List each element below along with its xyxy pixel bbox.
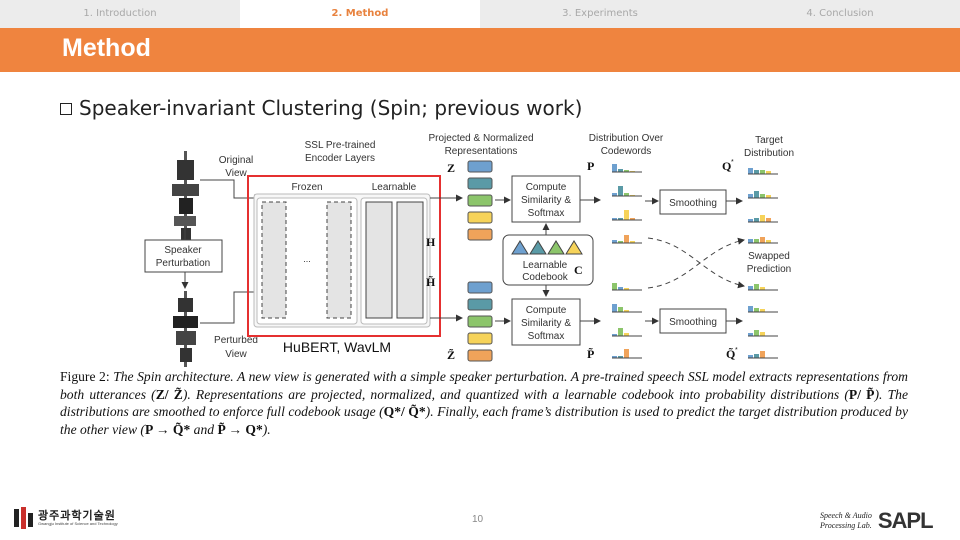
page-title: Method xyxy=(62,34,151,62)
codebook-label: Learnable xyxy=(523,260,568,271)
bullet-text: Speaker-invariant Clustering (Spin; prev… xyxy=(79,96,583,120)
compute-box-bottom xyxy=(511,298,581,346)
symbol-q-tilde-star: Q̃ xyxy=(726,347,735,361)
compute-bottom-line-2: Similarity & xyxy=(521,318,571,329)
page-number: 10 xyxy=(472,514,484,525)
waveform-original xyxy=(172,151,199,243)
caption-sentence-2: ). Representations are projected, normal… xyxy=(182,386,849,402)
ssl-label-2: Encoder Layers xyxy=(305,153,375,164)
gist-logo-subtext: Gwangju Institute of Science and Technol… xyxy=(38,520,118,526)
sapl-line-2: Processing Lab. xyxy=(820,521,872,530)
frozen-layer-2 xyxy=(326,201,352,319)
z-token-stack xyxy=(467,160,493,241)
hubert-label: HuBERT, WavLM xyxy=(283,339,391,355)
dist-codewords-label-2: Codewords xyxy=(601,146,652,157)
caption-end: ). xyxy=(262,421,271,437)
svg-text:*: * xyxy=(735,347,738,354)
compute-top-line-1: Compute xyxy=(526,182,567,193)
encoder-highlight-box xyxy=(247,175,441,337)
caption-fig-label: Figure 2: xyxy=(60,369,110,384)
codebook-symbol: C xyxy=(574,263,583,277)
tab-experiments[interactable]: 3. Experiments xyxy=(562,8,638,19)
projected-label: Projected & Normalized xyxy=(428,133,533,144)
symbol-z: Z xyxy=(447,161,455,175)
compute-bottom-line-3: Softmax xyxy=(528,331,565,342)
bullet-square-icon xyxy=(60,103,72,115)
svg-text:*: * xyxy=(731,159,734,166)
learnable-label: Learnable xyxy=(372,182,417,193)
learnable-layer-2 xyxy=(396,201,424,319)
caption-math-4a: P → Q̃* xyxy=(144,421,191,437)
original-view-label-2: View xyxy=(225,168,247,179)
frozen-label: Frozen xyxy=(291,182,322,193)
tab-conclusion[interactable]: 4. Conclusion xyxy=(806,8,874,19)
perturbed-view-label-2: View xyxy=(225,349,247,360)
speaker-perturbation-label: Speaker xyxy=(164,245,202,256)
tab-method[interactable]: 2. Method xyxy=(240,0,480,28)
tab-introduction[interactable]: 1. Introduction xyxy=(83,8,157,19)
compute-bottom-line-1: Compute xyxy=(526,305,567,316)
symbol-p-tilde: P̃ xyxy=(587,347,594,361)
swapped-label: Swapped xyxy=(748,251,790,262)
q-star-distributions xyxy=(748,168,778,244)
smoothing-box-top xyxy=(659,189,727,215)
caption-math-3: Q*/ Q̃* xyxy=(383,404,426,419)
codebook-label-2: Codebook xyxy=(522,272,569,283)
original-view-label: Original xyxy=(219,155,253,166)
spin-architecture-diagram: Original View Perturbed View Speaker Per… xyxy=(144,133,794,367)
symbol-p: P xyxy=(587,159,594,173)
swapped-arrow-down xyxy=(647,237,745,289)
symbol-q-star: Q xyxy=(722,159,731,173)
compute-top-line-3: Softmax xyxy=(528,208,565,219)
smoothing-bottom-label: Smoothing xyxy=(669,317,717,328)
q-tilde-star-distributions xyxy=(748,284,778,359)
gist-logo-mark-icon xyxy=(14,507,34,529)
sapl-line-1: Speech & Audio xyxy=(820,511,872,520)
symbol-z-tilde: Z̃ xyxy=(447,348,455,362)
sapl-brand: SAPL xyxy=(877,508,934,533)
projected-label-2: Representations xyxy=(445,146,518,157)
p-distributions xyxy=(612,164,642,244)
gist-logo-text: 광주과학기술원 xyxy=(38,509,116,522)
caption-math-2: P/ P̃ xyxy=(848,386,875,402)
caption-math-4b: P̃ → Q* xyxy=(217,421,263,437)
compute-top-line-2: Similarity & xyxy=(521,195,571,206)
target-label: Target xyxy=(755,135,783,146)
sapl-logo: Speech & Audio Processing Lab. SAPL xyxy=(820,508,934,534)
learnable-layer-1 xyxy=(365,201,393,319)
swapped-arrow-up xyxy=(647,237,745,289)
compute-box-top xyxy=(511,175,581,223)
z-tilde-token-stack xyxy=(467,281,493,362)
caption-and: and xyxy=(190,421,218,437)
section-tabs: 1. Introduction 2. Method 3. Experiments… xyxy=(0,0,960,28)
caption-sentence-1: The Spin architecture. A new view is gen… xyxy=(60,369,908,402)
caption-math-1: Z/ Z̃ xyxy=(155,386,183,402)
dist-codewords-label: Distribution Over xyxy=(589,133,664,144)
frozen-layer-1 xyxy=(261,201,287,319)
caption-sentence-3: ). The distributions are smoothed to enf… xyxy=(60,386,908,420)
title-bar xyxy=(0,28,960,72)
p-tilde-distributions xyxy=(612,283,642,359)
bullet-point: Speaker-invariant Clustering (Spin; prev… xyxy=(60,96,582,120)
caption-sentence-4: ). Finally, each frame’s distribution is… xyxy=(60,404,908,437)
waveform-perturbed xyxy=(173,291,198,367)
speaker-perturbation-label-2: Perturbation xyxy=(156,258,210,269)
frozen-ellipsis: ... xyxy=(303,254,311,264)
perturbed-view-label: Perturbed xyxy=(214,335,258,346)
gist-logo: 광주과학기술원 Gwangju Institute of Science and… xyxy=(14,507,118,529)
symbol-h: H xyxy=(426,235,436,249)
smoothing-top-label: Smoothing xyxy=(669,198,717,209)
figure-caption: Figure 2: The Spin architecture. A new v… xyxy=(60,368,908,438)
speaker-perturbation-box xyxy=(144,239,223,273)
ssl-label: SSL Pre-trained xyxy=(305,140,376,151)
symbol-h-tilde: H̃ xyxy=(426,275,436,289)
swapped-label-2: Prediction xyxy=(747,264,791,275)
target-label-2: Distribution xyxy=(744,148,794,159)
